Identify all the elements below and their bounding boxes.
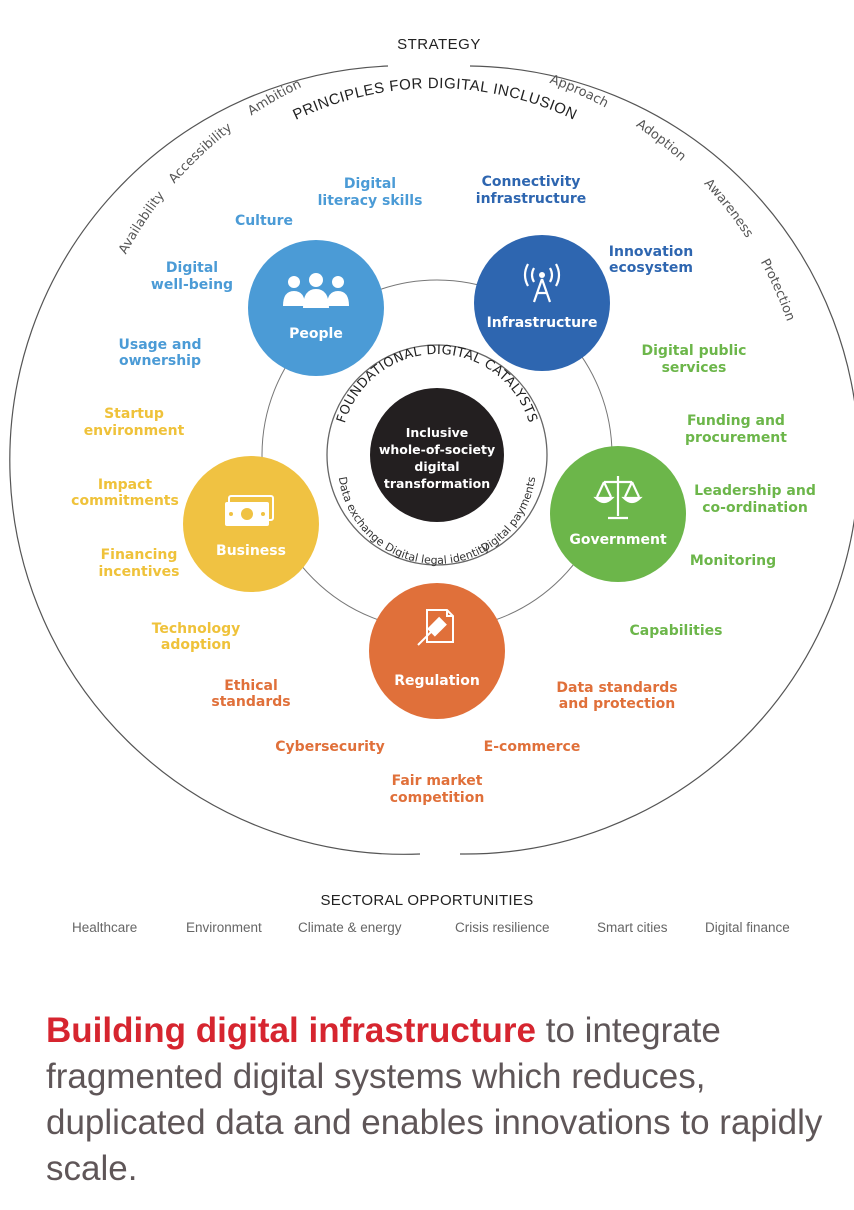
outer-ring [9,65,421,855]
sector-smart-cities: Smart cities [597,920,668,935]
pillar-infrastructure-label: Infrastructure [487,315,598,331]
pillar-government: Government [550,446,686,582]
principle-availability: Availability [116,188,168,256]
pillar-infrastructure: Infrastructure [474,235,610,371]
sector-crisis-resilience: Crisis resilience [455,920,550,935]
caption-highlight: Building digital infrastructure [46,1011,537,1050]
item-culture: Culture [235,213,293,229]
principle-adoption: Adoption [633,117,688,165]
pillar-regulation-circle [369,583,505,719]
outer-ring [459,65,854,855]
center-circle [370,388,504,522]
item-monitoring: Monitoring [690,553,776,569]
people-icon [283,273,349,308]
scales-icon [593,476,643,520]
center-line-1: Inclusive [406,425,469,440]
money-icon [225,495,274,526]
principle-accessibility: Accessibility [166,120,235,186]
pillar-business-label: Business [216,543,286,559]
digital-inclusion-diagram: STRATEGY PRINCIPLES FOR DIGITAL INCLUSIO… [9,36,854,855]
center-line-4: transformation [384,476,490,491]
item-cybersecurity: Cybersecurity [275,739,384,755]
caption-rest: to integrate fragmented digital systems … [46,1011,823,1188]
pillar-regulation-label: Regulation [394,673,480,689]
center-line-2: whole-of-society [379,442,495,457]
sectoral-opportunities-title: SECTORAL OPPORTUNITIES [320,892,534,909]
pillar-government-label: Government [569,532,667,548]
item-capabilities: Capabilities [630,623,723,639]
principles-label: PRINCIPLES FOR DIGITAL INCLUSION [290,75,579,123]
item-ecommerce: E-commerce [484,739,581,755]
pillar-infrastructure-circle [474,235,610,371]
strategy-label: STRATEGY [397,36,481,53]
sector-environment: Environment [186,920,262,935]
sector-climate-energy: Climate & energy [298,920,402,935]
center-line-3: digital [414,459,459,474]
pillar-people-label: People [289,326,343,342]
sector-healthcare: Healthcare [72,920,138,935]
principle-protection: Protection [757,256,798,323]
pillar-business: Business [183,456,319,592]
sectoral-opportunities-list: Healthcare Environment Climate & energy … [48,920,818,940]
antenna-icon [523,263,561,303]
gavel-document-icon [417,609,454,646]
pillar-people: People [248,240,384,376]
caption-paragraph: Building digital infrastructure to integ… [46,1008,826,1192]
sector-digital-finance: Digital finance [705,920,790,935]
pillar-regulation: Regulation [369,583,505,719]
